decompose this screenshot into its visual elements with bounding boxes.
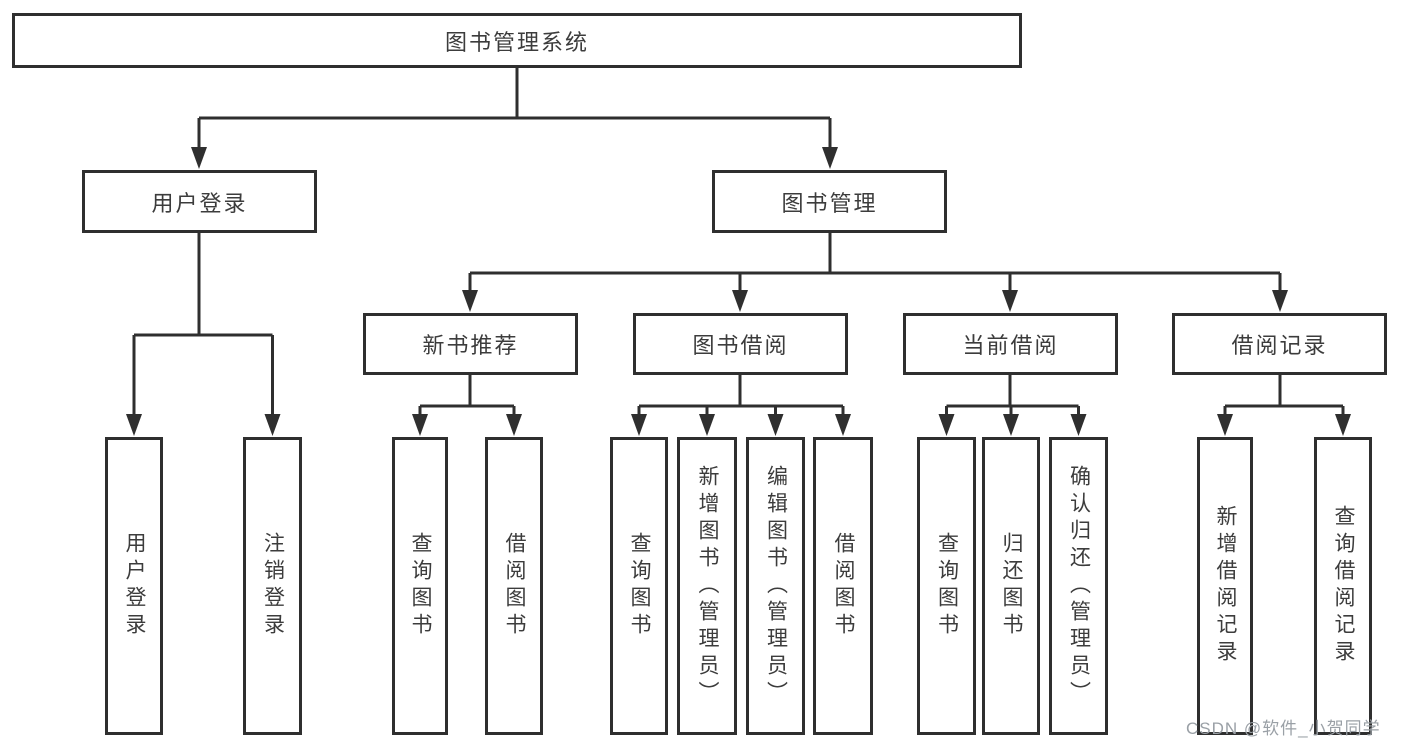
leaf-label: 查询图书 [628,532,651,640]
connector-bookborrow-to-leaves [637,375,845,416]
leaf-label: 用户登录 [123,532,146,640]
node-label: 借阅记录 [1231,333,1328,358]
node-new-book-recommend: 新书推荐 [363,313,578,375]
arrow-down-icon [1002,290,1018,312]
leaf-label: 借阅图书 [832,532,855,640]
leaf-query-books-borrowing: 查询图书 [610,437,668,735]
leaf-label: 查询图书 [409,532,432,640]
leaf-borrow-books-newbooks: 借阅图书 [485,437,543,735]
connector-currentborrow-to-leaves [945,375,1080,416]
connector-borrowrecords-to-leaves [1223,375,1345,416]
leaf-confirm-return-admin: 确认归还（管理员） [1049,437,1108,735]
node-label: 当前借阅 [962,333,1059,358]
arrow-down-icon [126,414,142,436]
arrow-down-icon [732,290,748,312]
node-label: 图书借阅 [692,333,789,358]
arrow-down-icon [412,414,428,436]
arrow-down-icon [506,414,522,436]
node-label: 图书管理系统 [444,29,589,55]
leaf-logout: 注销登录 [243,437,302,735]
node-label: 用户登录 [151,190,248,216]
leaf-label: 借阅图书 [503,532,526,640]
leaf-label: 注销登录 [261,532,285,640]
arrow-down-icon [1335,414,1351,436]
leaf-label: 编辑图书（管理员） [764,464,788,708]
arrow-down-icon [822,147,838,169]
leaf-label: 确认归还（管理员） [1067,464,1091,708]
node-user-login: 用户登录 [82,170,317,233]
leaf-query-books-current: 查询图书 [917,437,976,735]
csdn-watermark: CSDN @软件_小贺同学 [1186,719,1381,738]
node-current-borrowing: 当前借阅 [903,313,1118,375]
node-label: 图书管理 [781,190,878,216]
node-label: 新书推荐 [422,333,519,358]
leaf-borrow-books-borrowing: 借阅图书 [813,437,873,735]
arrow-down-icon [1217,414,1233,436]
leaf-return-book: 归还图书 [982,437,1040,735]
leaf-label: 查询图书 [935,532,959,640]
leaf-add-borrow-record: 新增借阅记录 [1197,437,1253,735]
leaf-edit-book-admin: 编辑图书（管理员） [746,437,805,735]
arrow-down-icon [1272,290,1288,312]
arrow-down-icon [264,414,281,436]
leaf-user-login: 用户登录 [105,437,163,735]
arrow-down-icon [1070,414,1087,436]
leaf-label: 查询借阅记录 [1332,505,1355,667]
leaf-label: 新增借阅记录 [1214,505,1237,667]
leaf-query-borrow-record: 查询借阅记录 [1314,437,1372,735]
connector-newbooks-to-leaves [418,375,516,416]
leaf-add-book-admin: 新增图书（管理员） [677,437,737,735]
arrow-down-icon [1003,414,1019,436]
arrow-down-icon [835,414,851,436]
connector-root-to-level2 [197,68,832,150]
arrow-down-icon [631,414,647,436]
leaf-query-books-newbooks: 查询图书 [392,437,448,735]
arrow-down-icon [462,290,478,312]
node-book-management: 图书管理 [712,170,947,233]
node-root-library-system: 图书管理系统 [12,13,1022,68]
connector-bookmgmt-to-level3 [468,233,1282,292]
arrow-down-icon [767,414,784,436]
arrow-down-icon [191,147,207,169]
node-book-borrowing: 图书借阅 [633,313,848,375]
leaf-label: 新增图书（管理员） [696,464,719,708]
arrow-down-icon [938,414,955,436]
connector-userlogin-to-leaves [132,233,274,416]
node-borrow-records: 借阅记录 [1172,313,1387,375]
leaf-label: 归还图书 [1000,532,1023,640]
arrow-down-icon [699,414,715,436]
